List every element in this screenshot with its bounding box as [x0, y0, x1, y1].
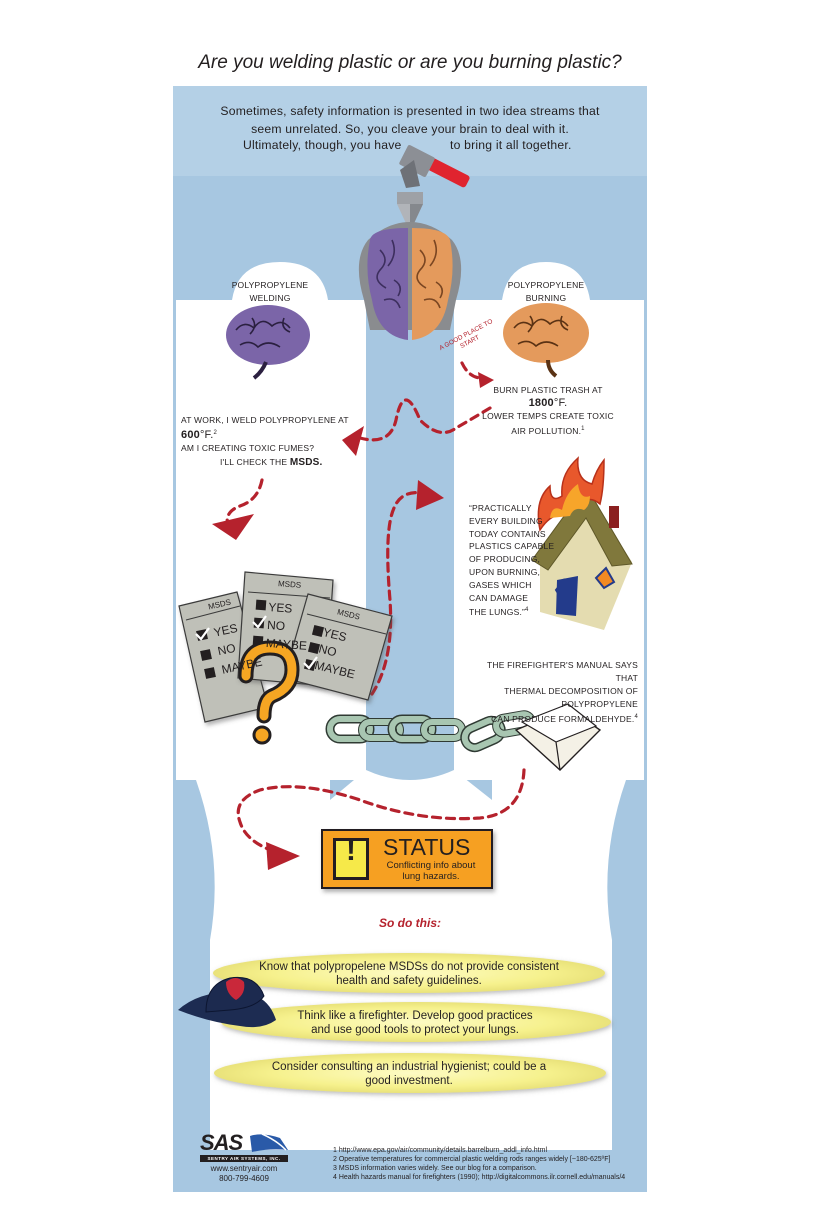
- manual-footnote-ref: 4: [634, 714, 638, 720]
- intro-line-1: Sometimes, safety information is present…: [220, 104, 600, 118]
- msds-card-3-opt-no: NO: [317, 641, 339, 660]
- book-icon: [514, 703, 602, 771]
- status-box: [321, 829, 493, 889]
- question-mark-icon: [238, 640, 300, 745]
- manual-line3: can produce formaldehyde.: [491, 713, 635, 724]
- action-oval-3: [214, 1053, 606, 1093]
- right-heading-line1: POLYPROPYLENE: [507, 280, 585, 290]
- manual-line1: The firefighter's manual says that: [487, 660, 638, 683]
- weld-line1a: At work, I weld polypropylene at: [181, 415, 349, 425]
- status-message: Conflicting info about lung hazards.: [379, 860, 483, 882]
- footnote-4: 4 Health hazards manual for firefighters…: [333, 1174, 626, 1181]
- action-item-2-line2: and use good tools to protect your lungs…: [311, 1024, 519, 1036]
- firefighter-helmet-icon: [178, 976, 276, 1028]
- action-item-3-line2: good investment.: [365, 1075, 453, 1087]
- quote-line: upon burning,: [469, 566, 541, 577]
- quote-line: gases which: [469, 579, 532, 590]
- logo-subtext: SENTRY AIR SYSTEMS, INC.: [207, 1156, 281, 1161]
- quote-line: plastics capable: [469, 541, 555, 552]
- action-item-1-line1: Know that polypropelene MSDSs do not pro…: [259, 961, 559, 973]
- hammer-icon: [399, 145, 470, 188]
- msds-card-2-opt-maybe: MAYBE: [265, 635, 308, 653]
- actions-heading: So do this:: [379, 916, 441, 930]
- action-item-2-line1: Think like a firefighter. Develop good p…: [297, 1010, 533, 1022]
- head-icon: [358, 222, 462, 340]
- manual-line2: thermal decomposition of polypropylene: [504, 686, 638, 709]
- burn-temp: 1800: [528, 397, 554, 409]
- page-title: Are you welding plastic or are you burni…: [198, 52, 622, 73]
- logo-text: SAS: [200, 1130, 243, 1155]
- burn-unit: °F.: [553, 397, 568, 409]
- burn-line1c: air pollution.: [511, 425, 582, 436]
- status-message-line1: Conflicting info about: [386, 860, 476, 871]
- intro-line-2: seem unrelated. So, you cleave your brai…: [251, 122, 569, 136]
- weld-line1b: Am I creating toxic fumes?: [181, 442, 315, 453]
- msds-card-1-opt-yes: YES: [212, 620, 239, 640]
- status-message-line2: lung hazards.: [402, 871, 460, 882]
- chain-icon: [325, 710, 536, 753]
- quote-footnote-ref: 4: [525, 607, 529, 614]
- sas-logo-icon: [200, 1133, 288, 1162]
- msds-card-3-opt-yes: YES: [321, 624, 349, 645]
- manual-paragraph: The firefighter's manual says that therm…: [466, 659, 638, 726]
- right-heading: POLYPROPYLENE BURNING: [496, 279, 596, 305]
- burn-footnote-ref: 1: [581, 426, 585, 432]
- action-oval-2: [221, 1002, 611, 1042]
- left-heading: POLYPROPYLENE WELDING: [220, 279, 320, 305]
- weld-unit: °F.: [199, 428, 214, 441]
- quote-line: “Practically: [469, 503, 532, 513]
- burn-line1b: Lower temps create toxic: [482, 411, 614, 421]
- checkmarks: [195, 615, 318, 670]
- action-item-1-line2: health and safety guidelines.: [336, 975, 482, 987]
- burn-line1a: Burn plastic trash at: [493, 385, 603, 395]
- quote-line: can damage: [469, 592, 529, 603]
- quote-line: of producing,: [469, 554, 541, 565]
- arrow-msds-down: [225, 478, 264, 528]
- burn-paragraph: Burn plastic trash at 1800°F. Lower temp…: [482, 384, 614, 438]
- quote-line: every building: [469, 515, 543, 526]
- action-item-3: Consider consulting an industrial hygien…: [230, 1060, 588, 1088]
- dashed-arrows: [225, 361, 526, 854]
- intro-line-3a: Ultimately, though, you have: [243, 138, 402, 152]
- weld-footnote-ref: 2: [213, 430, 218, 436]
- brain-left-icon: [226, 305, 310, 380]
- website-link[interactable]: www.sentryair.com: [210, 1164, 278, 1173]
- msds-card-2-label: MSDS: [277, 579, 302, 590]
- msds-card-2-options: YES NO MAYBE: [265, 598, 310, 655]
- check-line-a: I'll check the: [220, 457, 290, 467]
- arrow-heads: [212, 372, 494, 870]
- house-icon: [531, 456, 633, 630]
- footnote-1: 1 http://www.epa.gov/air/community/detai…: [333, 1147, 547, 1154]
- left-heading-line1: POLYPROPYLENE: [231, 280, 309, 290]
- quote-paragraph: “Practically every building today contains…: [469, 502, 554, 619]
- phone-number: 800-799-4609: [219, 1174, 269, 1183]
- msds-card-1-opt-no: NO: [216, 640, 237, 659]
- action-oval-1: [213, 953, 605, 993]
- quote-line: the lungs.”: [469, 607, 526, 618]
- right-heading-line2: BURNING: [525, 293, 567, 303]
- footnote-2: 2 Operative temperatures for commercial …: [333, 1156, 611, 1163]
- weld-paragraph: At work, I weld polypropylene at 600°F.2…: [181, 414, 361, 455]
- header-panel: [173, 42, 647, 86]
- exclamation-icon: !: [346, 834, 356, 867]
- arrow-book-to-status: [236, 768, 526, 854]
- action-item-2: Think like a firefighter. Develop good p…: [236, 1009, 594, 1037]
- footnote-3: 3 MSDS information varies widely. See ou…: [333, 1165, 537, 1172]
- msds-card-2-opt-no: NO: [266, 617, 286, 634]
- msds-card-2-opt-yes: YES: [267, 599, 293, 616]
- action-item-3-line1: Consider consulting an industrial hygien…: [271, 1061, 547, 1073]
- brain-right-icon: [503, 303, 589, 378]
- arrow-msds-to-quote: [370, 491, 430, 696]
- check-msds-text: I'll check the MSDS.: [220, 456, 322, 469]
- action-item-1: Know that polypropelene MSDSs do not pro…: [230, 960, 588, 988]
- intro-line-3b: to bring it all together.: [450, 138, 572, 152]
- quote-line: today contains: [469, 528, 546, 539]
- weld-temp: 600: [181, 428, 200, 441]
- status-title: STATUS: [383, 834, 471, 860]
- arrow-burn-to-weld: [358, 398, 492, 442]
- left-heading-line2: WELDING: [249, 293, 291, 303]
- check-line-msds: MSDS.: [289, 457, 323, 468]
